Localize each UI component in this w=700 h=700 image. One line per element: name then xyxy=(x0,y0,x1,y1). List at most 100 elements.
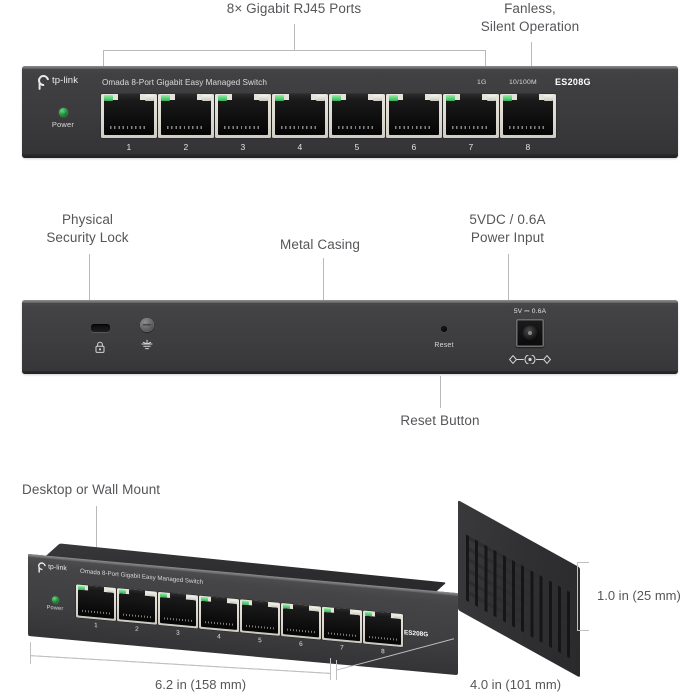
leader-metal-casing xyxy=(323,258,324,300)
rj45-port[interactable] xyxy=(199,595,239,633)
port-group: 3 xyxy=(158,591,198,639)
port-latch-slot xyxy=(346,94,368,103)
port-number-label: 7 xyxy=(468,142,474,152)
port-cavity xyxy=(365,615,401,645)
led-legend-1g: 1G xyxy=(477,79,487,86)
port-link-led-green xyxy=(332,95,341,101)
rj45-port[interactable] xyxy=(500,94,556,138)
port-link-led-green xyxy=(283,604,290,609)
rj45-port[interactable] xyxy=(322,606,362,644)
rj45-port[interactable] xyxy=(281,603,321,640)
port-group: 4 xyxy=(199,595,239,643)
callout-fanless: Fanless, Silent Operation xyxy=(480,1,580,34)
port-number-label: 5 xyxy=(258,636,262,645)
port-link-led-green xyxy=(275,95,284,101)
tp-link-wordmark: tp-link xyxy=(52,75,79,86)
port-link-led-green xyxy=(160,593,167,598)
port-number-label: 1 xyxy=(126,142,132,152)
leader-security-lock xyxy=(89,254,90,300)
port-link-led-white xyxy=(544,95,553,101)
port-group: 2 xyxy=(158,94,214,152)
port-number-label: 6 xyxy=(411,142,417,152)
leader-ports-bracket-top xyxy=(103,50,486,51)
callout-desktop-wall-mount: Desktop or Wall Mount xyxy=(22,482,161,497)
rj45-port[interactable] xyxy=(386,94,442,138)
dimension-height-label: 1.0 in (25 mm) xyxy=(597,588,681,603)
dimension-line-height xyxy=(577,562,578,630)
front-panel-model-name: ES208G xyxy=(555,77,591,87)
port-link-led-white xyxy=(271,603,278,608)
front-port-bank: 1 2 3 xyxy=(101,94,556,152)
port-link-led-white xyxy=(312,606,319,612)
callout-reset-button: Reset Button xyxy=(400,413,480,428)
port-link-led-green xyxy=(365,611,372,617)
rj45-port[interactable] xyxy=(117,588,157,625)
port-cavity xyxy=(104,100,154,135)
front-panel-title: Omada 8-Port Gigabit Easy Managed Switch xyxy=(102,78,267,87)
dc-power-jack[interactable] xyxy=(516,319,544,347)
power-led-indicator xyxy=(51,596,59,604)
port-link-led-green xyxy=(218,95,227,101)
security-lock-group xyxy=(80,322,120,355)
port-group: 7 xyxy=(443,94,499,152)
dc-polarity-icon xyxy=(483,351,577,369)
port-link-led-green xyxy=(446,95,455,101)
port-number-label: 4 xyxy=(297,142,303,152)
tp-link-logo-icon: tp-link xyxy=(35,72,79,89)
rj45-port[interactable] xyxy=(272,94,328,138)
iso-port-bank: 1 2 xyxy=(76,584,403,657)
leader-desktop-wall-mount xyxy=(96,506,97,550)
port-link-led-white xyxy=(145,95,154,101)
rj45-port[interactable] xyxy=(158,591,198,629)
port-cavity xyxy=(242,604,278,634)
port-latch-slot xyxy=(403,94,425,103)
rj45-port[interactable] xyxy=(76,584,116,622)
port-group: 5 xyxy=(240,599,280,646)
rj45-port[interactable] xyxy=(240,599,280,636)
reset-button[interactable] xyxy=(441,326,447,332)
port-number-label: 4 xyxy=(217,633,221,641)
port-group: 5 xyxy=(329,94,385,152)
port-link-led-green xyxy=(119,589,126,594)
iso-power-led-group: Power xyxy=(38,595,72,613)
port-link-led-white xyxy=(394,614,401,619)
port-link-led-green xyxy=(78,585,85,591)
dimension-tick-height-top xyxy=(577,562,589,563)
rj45-port[interactable] xyxy=(363,610,403,648)
port-link-led-white xyxy=(148,591,155,597)
chassis-side-face xyxy=(458,500,580,678)
port-latch-slot xyxy=(517,94,539,103)
port-link-led-white xyxy=(230,599,237,605)
rj45-port[interactable] xyxy=(158,94,214,138)
front-panel: tp-link Omada 8-Port Gigabit Easy Manage… xyxy=(22,66,678,158)
power-led-indicator xyxy=(58,108,68,117)
port-number-label: 8 xyxy=(381,648,385,656)
dimension-tick-depth-left xyxy=(336,660,337,680)
port-group: 3 xyxy=(215,94,271,152)
port-group: 7 xyxy=(322,606,362,654)
rj45-port[interactable] xyxy=(101,94,157,138)
rj45-port[interactable] xyxy=(443,94,499,138)
tp-link-wordmark: tp-link xyxy=(48,562,67,573)
dimension-tick-height-bottom xyxy=(577,630,589,631)
port-cavity xyxy=(503,100,553,135)
port-number-label: 5 xyxy=(354,142,360,152)
iso-panel-title: Omada 8-Port Gigabit Easy Managed Switch xyxy=(80,567,204,586)
tp-link-mark-icon xyxy=(35,72,52,89)
port-link-led-green xyxy=(503,95,512,101)
rj45-port[interactable] xyxy=(215,94,271,138)
port-link-led-white xyxy=(353,610,360,616)
port-group: 6 xyxy=(281,603,321,650)
rj45-port[interactable] xyxy=(329,94,385,138)
port-cavity xyxy=(218,100,268,135)
port-cavity xyxy=(160,597,196,627)
port-link-led-green xyxy=(242,600,249,606)
port-link-led-green xyxy=(389,95,398,101)
switch-chassis-3d: tp-link | Omada tp-link Omada 8-Port Gig… xyxy=(28,500,580,678)
kensington-lock-slot[interactable] xyxy=(90,324,110,332)
port-number-label: 2 xyxy=(183,142,189,152)
callout-security-lock: Physical Security Lock xyxy=(46,212,129,245)
port-link-led-white xyxy=(316,95,325,101)
dimension-width-label: 6.2 in (158 mm) xyxy=(155,677,247,692)
